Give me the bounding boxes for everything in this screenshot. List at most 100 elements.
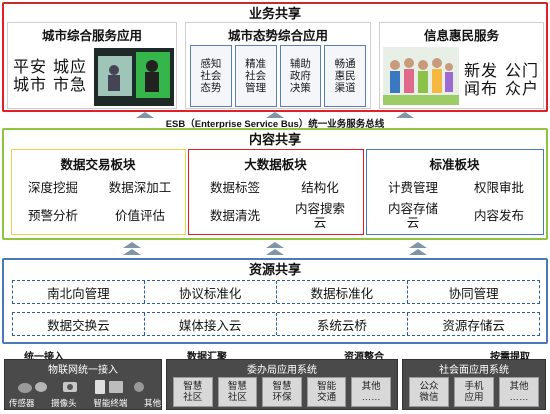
situation-item-assist: 辅助 政府 决策 — [279, 45, 322, 107]
commission-tile: 其他…… — [351, 377, 391, 407]
monitor-image — [94, 48, 174, 106]
up-arrow-icon — [265, 242, 284, 256]
bottom-label-resource-integration: 资源整合 — [344, 352, 384, 363]
big-data-title: 大数据板块 — [244, 157, 307, 172]
resource-layer-title: 资源共享 — [248, 261, 301, 277]
tile-line: 手机 — [464, 381, 484, 392]
people-image — [383, 47, 459, 105]
big-data-block: 大数据板块 数据标签 结构化 数据清洗 内容搜索 云 — [188, 149, 364, 235]
commission-tiles: 智慧社区 智慧社区 智慧环保 智能交通 其他…… — [173, 377, 391, 407]
standard-item: 内容存储 — [387, 202, 438, 216]
iot-devices-icon — [18, 380, 144, 394]
social-tile: 手机应用 — [454, 377, 494, 407]
city-service-col1: 平安 城市 — [10, 45, 50, 105]
data-trade-item: 价值评估 — [114, 209, 165, 223]
resource-item: 系统云桥 — [276, 313, 409, 335]
people-illustration — [383, 47, 459, 105]
situation-item-line: 管理 — [245, 82, 267, 94]
social-tile: 其他…… — [499, 377, 539, 407]
standard-item: 计费管理 — [387, 181, 438, 195]
city-situation-title: 城市态势综合应用 — [227, 28, 328, 43]
business-sharing-layer: 业务共享 城市综合服务应用 平安 城市 城应 市急 城市态势综合应用 — [2, 2, 548, 112]
benefit-col1-line1: 新发 — [463, 63, 498, 80]
benefit-col2-line1: 公门 — [504, 63, 539, 80]
social-tiles: 公众微信 手机应用 其他…… — [409, 377, 539, 407]
content-sharing-layer: 内容共享 数据交易板块 深度挖掘 数据深加工 预警分析 价值评估 大数据板块 数… — [2, 128, 548, 240]
city-service-col1-line2: 城市 — [12, 77, 47, 94]
commission-tile: 智慧社区 — [217, 377, 258, 407]
situation-item-line: 畅通 — [334, 58, 356, 70]
city-situation-panel: 城市态势综合应用 感知 社会 态势 精准 社会 管理 辅助 政府 决策 畅通 惠… — [185, 22, 371, 109]
tile-line: 智慧 — [272, 381, 292, 392]
bottom-label-on-demand: 按需提取 — [490, 352, 530, 363]
standard-block: 标准板块 计费管理 权限审批 内容存储 云 内容发布 — [366, 149, 544, 235]
benefit-col2-line2: 众户 — [504, 81, 539, 98]
situation-item-line: 决策 — [289, 82, 311, 94]
monitor-illustration — [94, 48, 174, 106]
situation-item-line: 感知 — [200, 58, 222, 70]
resource-item: 协议标准化 — [144, 281, 277, 303]
city-service-col1-line1: 平安 — [12, 59, 47, 76]
commission-systems-box: 委办局应用系统 智慧社区 智慧社区 智慧环保 智能交通 其他…… — [166, 359, 398, 410]
resource-row-2: 数据交换云 媒体接入云 系统云桥 资源存储云 — [12, 312, 540, 336]
big-data-item: 数据标签 — [209, 181, 260, 195]
benefit-col1: 新发 闻布 — [462, 45, 500, 105]
esb-label: ESB（Enterprise Service Bus）统一业务服务总线 — [165, 118, 385, 130]
iot-title: 物联网统一接入 — [48, 364, 118, 376]
up-arrow-icon — [266, 112, 284, 118]
commission-tile: 智慧环保 — [262, 377, 302, 407]
tile-line: …… — [509, 392, 529, 403]
situation-item-line: 态势 — [200, 82, 222, 94]
tile-line: 其他 — [361, 381, 381, 392]
situation-item-line: 渠道 — [334, 82, 356, 94]
situation-item-line: 惠民 — [334, 70, 356, 82]
tile-line: 公众 — [419, 381, 439, 392]
tile-line: …… — [361, 392, 381, 403]
data-trade-item: 预警分析 — [27, 209, 78, 223]
situation-item-line: 社会 — [200, 70, 222, 82]
benefit-col2: 公门 众户 — [502, 45, 542, 105]
social-systems-box: 社会面应用系统 公众微信 手机应用 其他…… — [402, 359, 546, 410]
iot-access-box: 物联网统一接入 传感器 摄像头 智能终端 其他 — [4, 359, 162, 410]
resource-item: 资源存储云 — [408, 313, 539, 335]
content-resource-arrows — [60, 242, 490, 256]
standard-item: 权限审批 — [473, 181, 524, 195]
tile-line: 应用 — [464, 392, 484, 403]
bottom-label-unified-access: 统一接入 — [24, 352, 64, 363]
device-label: 摄像头 — [51, 398, 77, 408]
device-label: 传感器 — [9, 398, 35, 408]
big-data-item: 数据清洗 — [209, 209, 260, 223]
big-data-item: 结构化 — [301, 181, 339, 195]
resource-row-1: 南北向管理 协议标准化 数据标准化 协同管理 — [12, 280, 540, 304]
esb-arrows-top — [80, 112, 470, 118]
device-label: 智能终端 — [93, 398, 128, 408]
resource-item: 南北向管理 — [13, 281, 145, 303]
resource-item: 协同管理 — [408, 281, 539, 303]
city-service-title: 城市综合服务应用 — [41, 28, 142, 43]
device-label: 其他 — [143, 398, 161, 408]
standard-item: 云 — [406, 216, 420, 230]
social-tile: 公众微信 — [409, 377, 449, 407]
situation-item-line: 精准 — [245, 58, 267, 70]
tile-line: 智慧 — [227, 381, 247, 392]
data-trade-block: 数据交易板块 深度挖掘 数据深加工 预警分析 价值评估 — [11, 149, 186, 235]
data-trade-title: 数据交易板块 — [60, 157, 136, 172]
city-service-panel: 城市综合服务应用 平安 城市 城应 市急 — [7, 22, 177, 109]
info-benefit-panel: 信息惠民服务 新发 闻布 公门 众户 — [379, 22, 544, 109]
situation-item-perceive: 感知 社会 态势 — [190, 45, 232, 107]
city-service-col2: 城应 市急 — [50, 45, 90, 105]
tile-line: 环保 — [272, 392, 292, 403]
big-data-item: 云 — [313, 216, 327, 230]
commission-title: 委办局应用系统 — [247, 364, 317, 376]
data-trade-item: 数据深加工 — [108, 181, 172, 195]
resource-item: 数据交换云 — [13, 313, 145, 335]
city-service-col2-line2: 市急 — [52, 77, 87, 94]
tile-line: 微信 — [419, 392, 439, 403]
situation-item-line: 社会 — [245, 70, 267, 82]
bottom-label-data-aggregation: 数据汇聚 — [187, 352, 227, 363]
big-data-item: 内容搜索 — [294, 202, 345, 216]
up-arrow-icon — [396, 112, 414, 118]
resource-item: 数据标准化 — [276, 281, 409, 303]
data-trade-item: 深度挖掘 — [27, 181, 78, 195]
standard-item: 内容发布 — [473, 209, 524, 223]
